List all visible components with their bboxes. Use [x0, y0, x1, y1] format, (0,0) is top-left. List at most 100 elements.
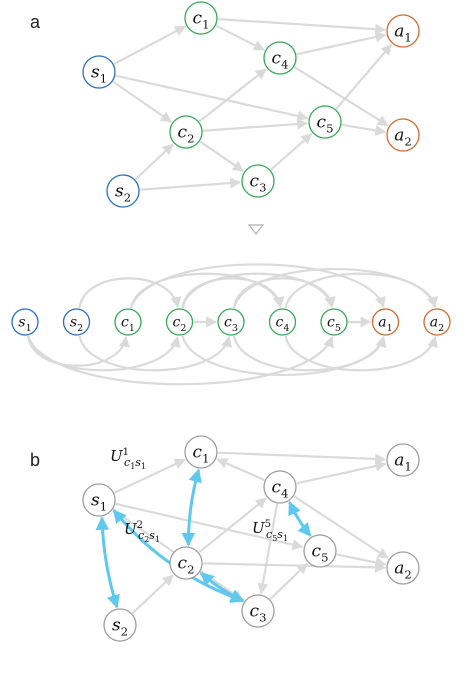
edge-c4-a1	[296, 460, 387, 485]
node-circle	[165, 308, 194, 336]
node-label: s1	[91, 63, 107, 86]
node-circle	[241, 594, 275, 628]
chain-arc-c2-c4	[181, 277, 285, 309]
node-circle	[308, 105, 342, 139]
chain-node-c1: c1	[114, 308, 142, 336]
a-node-s2: s2	[106, 174, 140, 208]
u-label-sup: 5	[265, 519, 271, 530]
a-node-a2: a2	[386, 118, 420, 152]
edge-s1-c1	[113, 458, 186, 494]
node-label-subscript: 5	[321, 551, 328, 565]
node-label-subscript: 5	[335, 323, 341, 334]
edge-c2-c4	[198, 68, 267, 123]
node-label-base: a	[394, 22, 404, 42]
node-label: a1	[394, 22, 412, 45]
node-label: c4	[272, 478, 289, 501]
node-label-subscript: 4	[281, 58, 288, 72]
u-label-sub-ci: 2	[144, 535, 149, 544]
node-label-subscript: 5	[326, 122, 333, 136]
u-label-sub-si: 1	[155, 535, 160, 544]
node-label-base: s	[115, 182, 124, 202]
node-label-base: c	[276, 315, 284, 331]
node-label: s2	[70, 315, 83, 334]
a-node-c4: c4	[263, 41, 297, 75]
chain-arc-s1-c2	[26, 335, 181, 372]
chain-arc-s1-c5	[26, 335, 334, 386]
u-label-base: U	[252, 519, 266, 537]
node-circle	[386, 118, 420, 152]
edge-s2-c2	[134, 143, 174, 181]
node-label: c3	[250, 172, 267, 195]
node-circle	[371, 308, 400, 336]
node-label-subscript: 1	[129, 323, 135, 334]
node-label-base: s	[112, 616, 121, 636]
edge-c2-a2	[202, 561, 387, 573]
node-circle	[106, 174, 140, 208]
chain-arc-s1-c1	[26, 335, 130, 367]
node-label-base: s	[18, 315, 25, 331]
node-label: s2	[112, 616, 128, 639]
chain-arc-c1-a1	[129, 263, 386, 309]
node-label-subscript: 1	[26, 323, 32, 334]
node-circle	[184, 435, 218, 469]
node-label-subscript: 2	[404, 135, 411, 149]
b-node-c1: c1	[184, 435, 218, 469]
highlight-edge-s1-s2	[95, 516, 120, 609]
graph-a-edges	[112, 17, 393, 191]
node-label: c4	[276, 315, 290, 334]
node-label: a2	[394, 559, 412, 582]
node-label-subscript: 1	[202, 18, 209, 32]
node-label-base: c	[121, 315, 129, 331]
chain-arc-c4-a2	[284, 272, 439, 309]
node-circle	[320, 308, 348, 336]
edge-c4-a2	[293, 66, 389, 127]
node-circle	[62, 308, 91, 336]
node-label-subscript: 2	[180, 323, 186, 334]
chain-arc-s2-c2	[78, 277, 182, 309]
highlight-edge-c2-c3	[199, 571, 245, 603]
node-label: a1	[378, 315, 392, 334]
node-label-base: s	[91, 491, 100, 511]
node-circle	[423, 308, 451, 336]
node-circle	[169, 546, 203, 580]
node-circle	[217, 308, 245, 336]
node-label-base: c	[250, 602, 260, 622]
node-label-subscript: 2	[404, 568, 411, 582]
node-label-base: a	[394, 559, 404, 579]
node-circle	[169, 115, 203, 149]
node-label-subscript: 2	[187, 132, 194, 146]
node-circle	[103, 608, 137, 642]
node-label-base: c	[224, 315, 232, 331]
chain-arc-s2-c3	[78, 335, 233, 372]
triangle-down-icon	[247, 224, 265, 235]
u-label-sub-c: c	[124, 456, 130, 469]
node-label: a2	[430, 315, 444, 334]
node-label-base: a	[378, 315, 386, 331]
b-node-c3: c3	[241, 594, 275, 628]
edge-s2-c3	[139, 177, 242, 191]
node-circle	[114, 308, 142, 336]
node-label-subscript: 2	[438, 323, 444, 334]
u-label-sub-s: s	[277, 528, 283, 541]
edge-c5-a2	[336, 553, 387, 568]
node-label: c2	[178, 123, 195, 146]
node-circle	[386, 551, 420, 585]
node-label: c5	[327, 315, 341, 334]
node-label-subscript: 2	[121, 625, 128, 639]
node-label-base: c	[178, 554, 188, 574]
edge-s1-c2	[112, 80, 173, 123]
u-label-sub-ci: 1	[130, 462, 135, 471]
b-node-s1: s1	[82, 483, 116, 517]
node-label-subscript: 2	[124, 191, 131, 205]
edge-c2-c5	[202, 118, 309, 132]
node-label-base: c	[173, 315, 181, 331]
u-label-sub-ci: 5	[272, 534, 277, 543]
